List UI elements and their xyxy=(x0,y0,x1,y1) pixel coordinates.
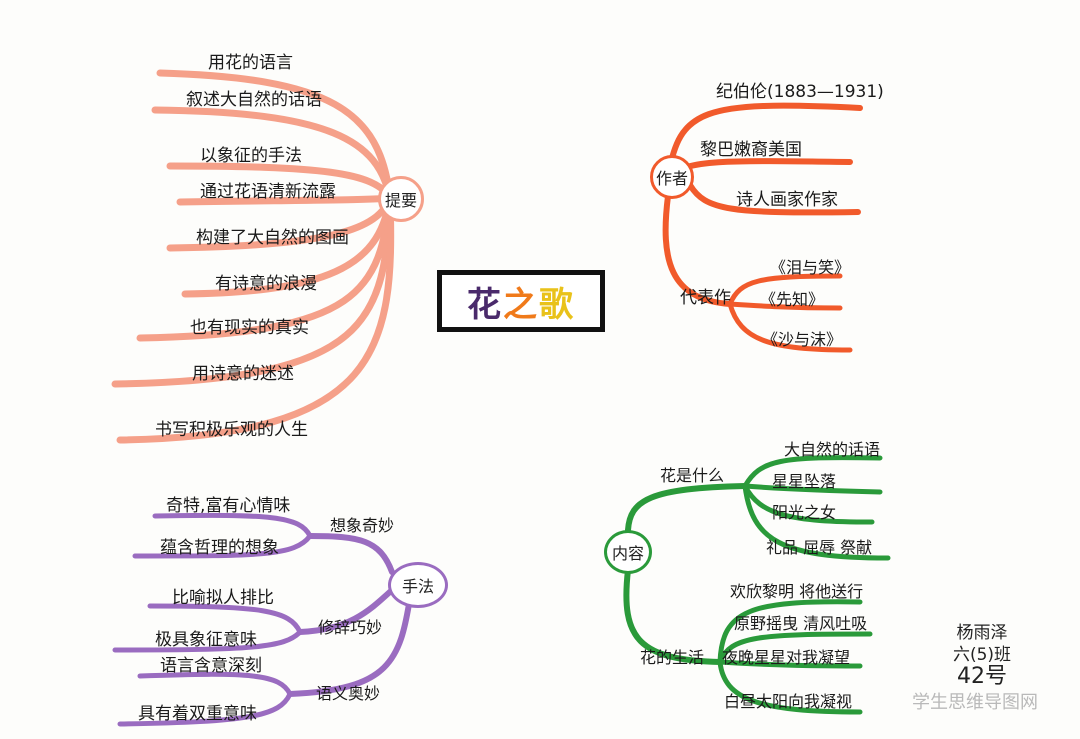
shoufa-1-item-2: 蕴含哲理的想象 xyxy=(160,538,279,558)
tiyao-item-7: 也有现实的真实 xyxy=(190,318,309,338)
neirong-branch-2: 花的生活 xyxy=(640,648,705,667)
link-daibiao-3 xyxy=(727,301,853,353)
link-neirong-2-2 xyxy=(717,631,873,665)
link-zuozhe-1 xyxy=(665,102,863,179)
link-shoufa-3-2 xyxy=(117,691,293,727)
neirong-1-item-1: 大自然的话语 xyxy=(784,440,881,459)
title-char-3: 歌 xyxy=(539,284,575,325)
node-tiyao: 提要 xyxy=(378,176,424,222)
neirong-2-item-1: 欢欣黎明 将他送行 xyxy=(730,582,864,601)
watermark: 学生思维导图网 xyxy=(912,692,1038,713)
central-title: 花之歌 xyxy=(437,270,605,332)
link-shoufa-2-1 xyxy=(147,603,303,635)
signature-number: 42号 xyxy=(957,664,1007,689)
link-neirong-1-3 xyxy=(742,483,875,525)
tiyao-item-3: 以象征的手法 xyxy=(200,146,302,166)
node-shoufa: 手法 xyxy=(388,562,448,608)
signature-class: 六(5)班 xyxy=(952,645,1012,665)
link-tiyao-8 xyxy=(111,194,394,388)
link-tiyao-7 xyxy=(136,194,394,342)
link-shoufa-3-1 xyxy=(137,671,293,697)
signature-name: 杨雨泽 xyxy=(956,623,1008,643)
link-daibiao-2 xyxy=(727,301,843,311)
link-zuozhe-3 xyxy=(687,182,861,216)
neirong-branch-1: 花是什么 xyxy=(660,466,725,485)
daibiao-item-2: 《先知》 xyxy=(760,290,825,309)
author-signature: 杨雨泽 六(5)班 42号 xyxy=(947,622,1017,688)
zuozhe-item-1: 纪伯伦(1883—1931) xyxy=(716,82,884,102)
tiyao-item-8: 用诗意的迷述 xyxy=(192,364,294,384)
title-char-2: 之 xyxy=(503,284,539,325)
link-neirong-2-3 xyxy=(717,659,863,669)
zuozhe-daibiao-label: 代表作 xyxy=(680,288,731,308)
link-daibiao-1 xyxy=(727,273,843,307)
link-neirong-2-4 xyxy=(717,659,863,715)
link-shoufa-1-1 xyxy=(152,512,313,539)
title-text: 花之歌 xyxy=(467,277,575,326)
node-neirong: 内容 xyxy=(604,530,652,574)
tiyao-item-5: 构建了大自然的图画 xyxy=(196,228,349,248)
shoufa-2-item-1: 比喻拟人排比 xyxy=(172,588,274,608)
neirong-2-item-2: 原野摇曳 清风吐吸 xyxy=(734,614,868,633)
link-shoufa-1-2 xyxy=(132,533,313,559)
neirong-1-item-2: 星星坠落 xyxy=(772,472,837,491)
shoufa-3-item-1: 语言含意深刻 xyxy=(160,656,262,676)
tiyao-item-2: 叙述大自然的话语 xyxy=(186,90,322,110)
shoufa-2-item-2: 极具象征意味 xyxy=(155,630,257,650)
link-shoufa-2-2 xyxy=(112,629,303,653)
link-tiyao-1 xyxy=(156,69,394,202)
link-zuozhe-2 xyxy=(665,158,853,179)
neirong-1-item-3: 阳光之女 xyxy=(772,503,837,522)
node-zuozhe: 作者 xyxy=(650,155,694,199)
shoufa-branch-3: 语义奥妙 xyxy=(316,684,381,703)
title-char-1: 花 xyxy=(467,284,503,325)
shoufa-3-item-2: 具有着双重意味 xyxy=(138,704,257,724)
zuozhe-item-2: 黎巴嫩裔美国 xyxy=(700,140,802,160)
zuozhe-item-3: 诗人画家作家 xyxy=(736,190,838,210)
neirong-2-item-3: 夜晚星星对我凝望 xyxy=(722,648,851,667)
link-neirong-2-1 xyxy=(717,599,863,665)
tiyao-item-9: 书写积极乐观的人生 xyxy=(155,420,308,440)
link-tiyao-9 xyxy=(116,194,395,444)
link-neirong-b1 xyxy=(625,483,748,533)
neirong-2-item-4: 白昼太阳向我凝视 xyxy=(724,692,853,711)
link-shoufa-b3 xyxy=(287,595,413,697)
link-zuozhe-daibiao xyxy=(662,193,733,307)
neirong-1-item-4: 礼品 屈辱 祭献 xyxy=(766,538,873,557)
link-neirong-1-2 xyxy=(742,483,883,495)
link-shoufa-b1 xyxy=(307,533,395,575)
link-neirong-b2 xyxy=(623,567,723,665)
daibiao-item-1: 《泪与笑》 xyxy=(770,258,851,277)
link-neirong-1-1 xyxy=(742,455,883,489)
tiyao-item-6: 有诗意的浪漫 xyxy=(215,274,317,294)
daibiao-item-3: 《沙与沫》 xyxy=(762,330,843,349)
shoufa-branch-1: 想象奇妙 xyxy=(330,516,395,535)
link-shoufa-b2 xyxy=(297,587,395,635)
tiyao-item-4: 通过花语清新流露 xyxy=(200,182,336,202)
shoufa-branch-2: 修辞巧妙 xyxy=(318,618,383,637)
shoufa-1-item-1: 奇特,富有心情味 xyxy=(166,496,291,516)
link-neirong-1-4 xyxy=(742,483,891,561)
tiyao-item-1: 用花的语言 xyxy=(208,53,293,73)
link-tiyao-2 xyxy=(151,106,394,202)
